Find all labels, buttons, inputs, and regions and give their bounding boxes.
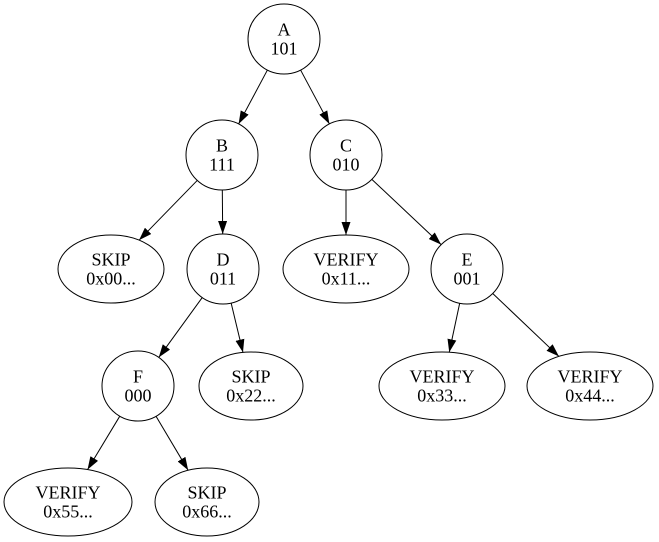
node-SKIP_0x22-label-line1: SKIP <box>231 367 270 387</box>
node-SKIP_0x00-label-line1: SKIP <box>91 250 130 270</box>
edge-A-B <box>238 69 268 125</box>
node-A-label-line1: A <box>278 20 291 40</box>
node-VERIFY_0x44-label-line2: 0x44... <box>565 386 615 406</box>
node-SKIP_0x22: SKIP0x22... <box>198 351 304 421</box>
node-SKIP_0x22-ellipse <box>198 351 304 421</box>
node-VERIFY_0x55-label-line2: 0x55... <box>43 502 93 522</box>
node-SKIP_0x66-label-line2: 0x66... <box>182 502 232 522</box>
node-A-label-line2: 101 <box>271 39 298 59</box>
node-VERIFY_0x55: VERIFY0x55... <box>3 467 133 537</box>
node-VERIFY_0x33-label-line1: VERIFY <box>409 367 474 387</box>
node-VERIFY_0x11-label-line1: VERIFY <box>313 250 378 270</box>
node-C-label-line1: C <box>340 136 352 156</box>
edge-B-SKIP_0x00 <box>138 180 198 241</box>
node-VERIFY_0x44: VERIFY0x44... <box>526 351 654 421</box>
node-E-circle <box>430 233 504 305</box>
node-E-label-line1: E <box>462 250 473 270</box>
node-B-label-line1: B <box>216 136 228 156</box>
node-VERIFY_0x55-label-line1: VERIFY <box>35 483 100 503</box>
node-VERIFY_0x33-ellipse <box>378 351 506 421</box>
node-B-circle <box>185 119 259 191</box>
node-C-label-line2: 010 <box>333 155 360 175</box>
node-B-label-line2: 111 <box>209 155 235 175</box>
node-SKIP_0x66: SKIP0x66... <box>154 467 260 537</box>
node-layer: A101B111C010SKIP0x00...D011VERIFY0x11...… <box>3 3 654 537</box>
edge-E-VERIFY_0x44 <box>492 293 560 357</box>
node-VERIFY_0x11-ellipse <box>282 234 410 304</box>
node-C-circle <box>309 119 383 191</box>
edge-E-VERIFY_0x33 <box>447 303 461 353</box>
node-VERIFY_0x33-label-line2: 0x33... <box>417 386 467 406</box>
node-A-circle <box>247 3 321 75</box>
node-VERIFY_0x11-label-line2: 0x11... <box>322 269 371 289</box>
node-D-label-line2: 011 <box>210 269 236 289</box>
node-SKIP_0x22-label-line2: 0x22... <box>226 386 276 406</box>
node-VERIFY_0x44-label-line1: VERIFY <box>557 367 622 387</box>
edge-F-VERIFY_0x55 <box>87 415 121 470</box>
node-SKIP_0x00-ellipse <box>57 234 165 304</box>
node-VERIFY_0x33: VERIFY0x33... <box>378 351 506 421</box>
edge-D-SKIP_0x22 <box>230 302 245 353</box>
node-VERIFY_0x11: VERIFY0x11... <box>282 234 410 304</box>
node-SKIP_0x66-label-line1: SKIP <box>187 483 226 503</box>
edge-D-F <box>158 297 203 358</box>
node-VERIFY_0x44-ellipse <box>526 351 654 421</box>
node-F-label-line2: 000 <box>125 386 152 406</box>
node-SKIP_0x00: SKIP0x00... <box>57 234 165 304</box>
node-E-label-line2: 001 <box>454 269 481 289</box>
node-D-label-line1: D <box>217 250 230 270</box>
edge-A-C <box>300 69 330 125</box>
node-VERIFY_0x55-ellipse <box>3 467 133 537</box>
node-SKIP_0x66-ellipse <box>154 467 260 537</box>
node-SKIP_0x00-label-line2: 0x00... <box>86 269 136 289</box>
node-D-circle <box>186 233 260 305</box>
node-F-circle <box>101 350 175 422</box>
edge-F-SKIP_0x66 <box>155 416 189 471</box>
edge-layer <box>87 69 560 471</box>
edge-C-E <box>371 178 442 246</box>
node-F-label-line1: F <box>133 367 143 387</box>
